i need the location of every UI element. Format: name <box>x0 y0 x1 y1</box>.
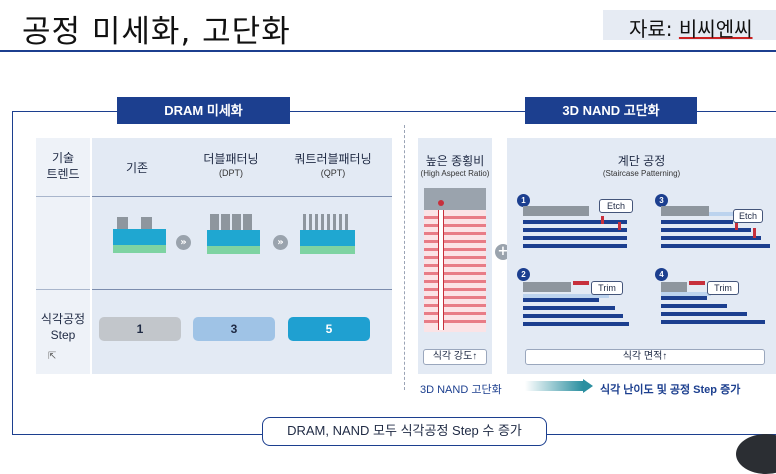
arrow-right-icon: » <box>176 235 191 250</box>
step-number-2: 2 <box>517 268 530 281</box>
row-label-column <box>36 138 90 374</box>
step-tag-trim-2: Trim <box>591 281 623 295</box>
step-tag-etch-3: Etch <box>733 209 763 223</box>
section-separator <box>404 125 405 390</box>
staircase-step-4-diagram <box>661 278 771 336</box>
flow-to-label: 식각 난이도 및 공정 Step 증가 <box>600 384 741 396</box>
cursor-icon: ⇱ <box>48 351 57 362</box>
row-label-trend: 기술 트렌드 <box>46 151 80 181</box>
flow-arrow-head <box>583 379 593 393</box>
etch-step-qpt: 5 <box>288 317 370 341</box>
etch-step-conventional: 1 <box>99 317 181 341</box>
etch-step-dpt: 3 <box>193 317 275 341</box>
page-title: 공정 미세화, 고단화 <box>22 14 291 50</box>
etch-area-label: 식각 면적↑ <box>525 349 765 365</box>
dram-panel: 기존 더블패터닝 (DPT) 쿼트러블패터닝 (QPT) » » 1 3 5 <box>92 138 392 374</box>
title-divider <box>0 50 776 52</box>
col-header-dpt: 더블패터닝 <box>203 152 259 166</box>
dram-diagram-qpt <box>300 214 355 269</box>
label-divider <box>36 196 90 197</box>
nand-har-panel: 높은 종횡비 (High Aspect Ratio) 식각 강도↑ <box>418 138 492 374</box>
step-tag-etch-1: Etch <box>599 199 633 213</box>
staircase-step-3-diagram <box>661 202 770 258</box>
step-number-4: 4 <box>655 268 668 281</box>
staircase-subtitle: (Staircase Patterning) <box>602 169 681 178</box>
nand-section-header: 3D NAND 고단화 <box>525 97 697 124</box>
dram-divider <box>92 289 392 290</box>
label-divider <box>36 289 90 290</box>
dram-section-header: DRAM 미세화 <box>117 97 290 124</box>
har-subtitle: (High Aspect Ratio) <box>420 169 490 178</box>
source-value: 비씨엔씨 <box>678 17 753 41</box>
arrow-right-icon: » <box>273 235 288 250</box>
nand-staircase-panel: 계단 공정 (Staircase Patterning) 1 Etch 3 Et… <box>507 138 776 374</box>
col-sub-dpt: (DPT) <box>219 168 243 178</box>
col-header-qpt: 쿼트러블패터닝 <box>294 152 372 166</box>
dram-divider <box>92 196 392 197</box>
flow-from-label: 3D NAND 고단화 <box>420 384 502 396</box>
staircase-title: 계단 공정 <box>617 154 666 168</box>
source-label: 자료: 비씨엔씨 <box>603 10 776 41</box>
step-number-1: 1 <box>517 194 530 207</box>
har-title: 높은 종횡비 <box>425 154 485 168</box>
col-sub-qpt: (QPT) <box>320 168 346 178</box>
har-stack-diagram <box>424 188 486 332</box>
staircase-step-2-diagram <box>523 278 629 336</box>
staircase-step-1-diagram <box>523 202 627 258</box>
corner-decoration <box>736 434 776 474</box>
flow-arrow <box>525 381 583 391</box>
etch-strength-label: 식각 강도↑ <box>423 349 487 365</box>
dram-diagram-conventional <box>113 217 166 269</box>
col-header-conventional: 기존 <box>125 161 149 175</box>
step-number-3: 3 <box>655 194 668 207</box>
row-label-etch-step: 식각공정 Step <box>40 312 86 342</box>
conclusion-banner: DRAM, NAND 모두 식각공정 Step 수 증가 <box>262 417 547 446</box>
dram-diagram-dpt <box>207 214 260 269</box>
source-prefix: 자료: <box>629 17 679 41</box>
step-tag-trim-4: Trim <box>707 281 739 295</box>
